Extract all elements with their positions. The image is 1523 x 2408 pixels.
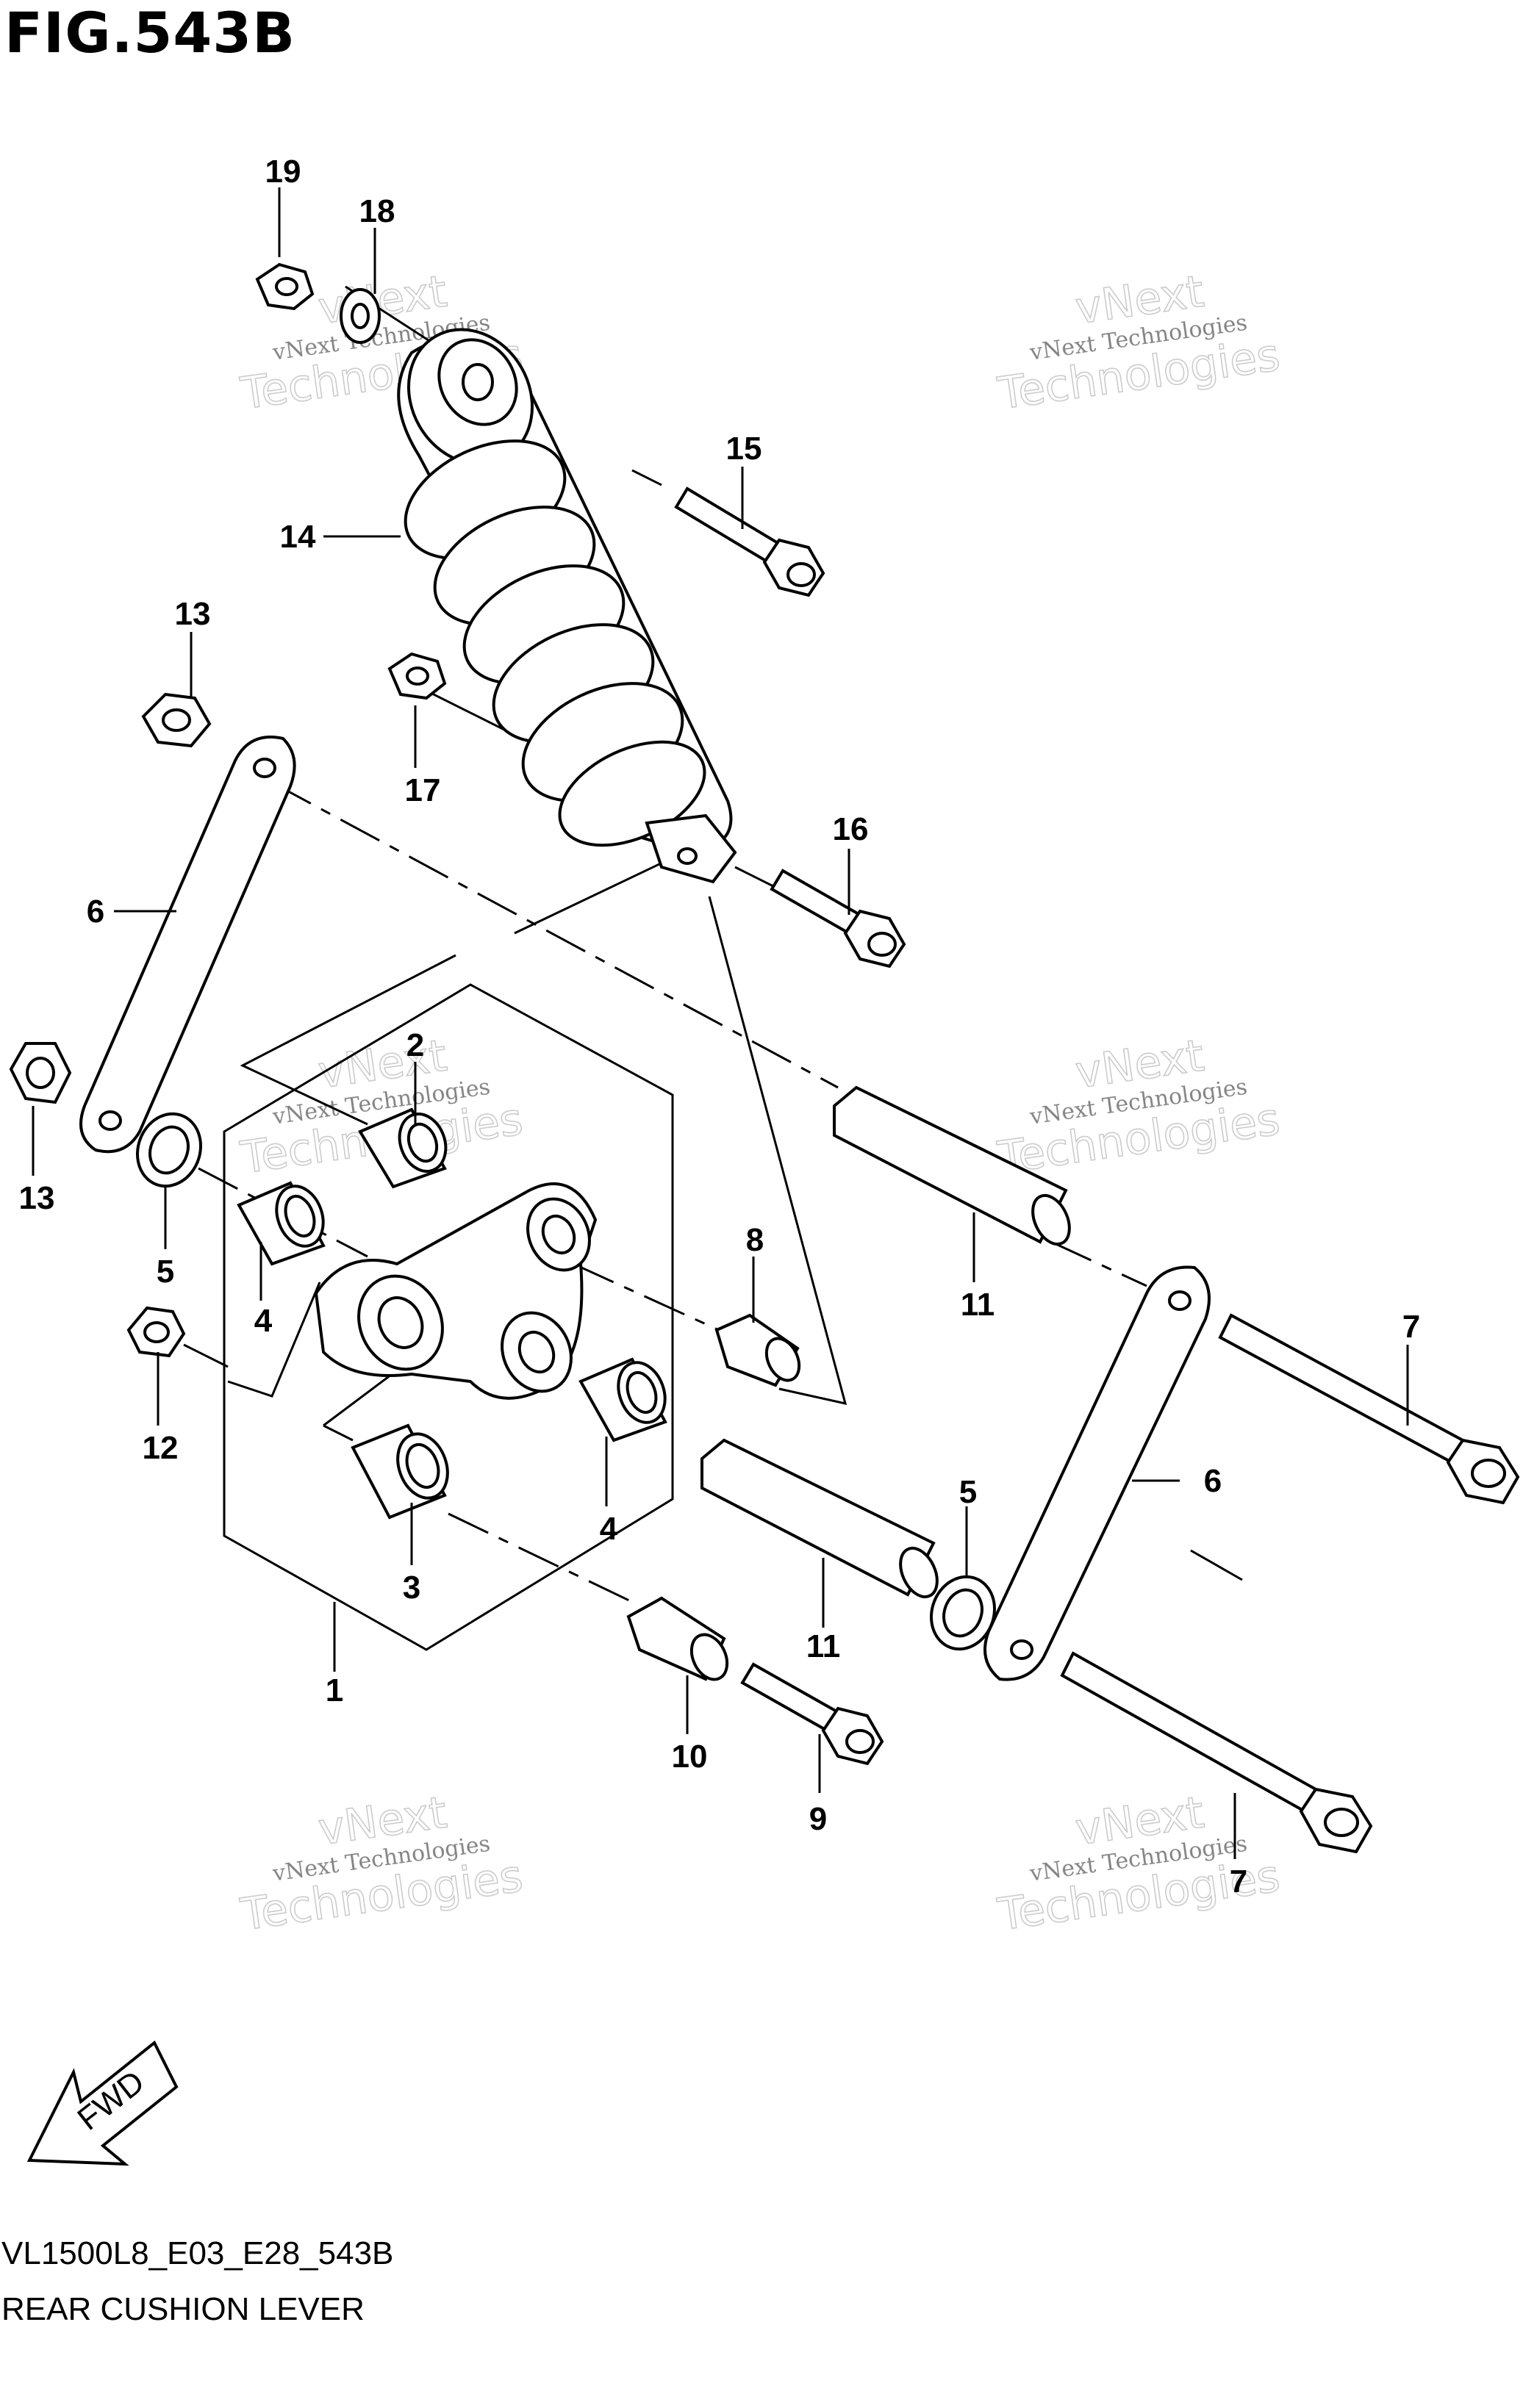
callout-17: 17: [405, 772, 441, 808]
callout-16: 15: [726, 431, 762, 467]
washer-5-left: [135, 1112, 203, 1188]
callout-13-top: 13: [175, 596, 211, 632]
callout-19: 19: [265, 154, 301, 190]
assembly-line: [573, 1262, 736, 1339]
tie-rod-6-left: [79, 736, 296, 1154]
lever-assembly-outline: [223, 983, 674, 1651]
bolt-7-bottom: [1060, 1651, 1373, 1854]
watermark: Technologies vNext vNext Technologies: [237, 1786, 526, 1941]
bolt-7-top: [1218, 1313, 1520, 1505]
figure-title: FIG.543B: [4, 0, 296, 65]
callout-5-left: 5: [157, 1254, 174, 1290]
callout-11-bottom: 11: [806, 1628, 841, 1664]
assembly-line: [1050, 1240, 1147, 1287]
nut-19: [255, 262, 315, 311]
nut-13-top: [141, 692, 212, 748]
nut-12: [126, 1306, 186, 1358]
bearing-3: [351, 1423, 449, 1520]
callout-3: 3: [403, 1570, 420, 1606]
callout-18: 18: [359, 193, 395, 229]
leader-lines: [32, 187, 1409, 1859]
washer-5-right: [929, 1575, 997, 1651]
watermark: Technologies vNext vNext Technologies: [994, 1786, 1283, 1941]
collar-8: [714, 1313, 801, 1387]
nut-17: [387, 652, 447, 700]
callout-11-top: 11: [961, 1287, 995, 1323]
assembly-line: [227, 1282, 321, 1398]
figure-subtitle: REAR CUSHION LEVER: [1, 2291, 365, 2327]
bearing-4-right: [578, 1357, 667, 1442]
cushion-lever-1: [314, 1182, 598, 1400]
callout-2: 2: [406, 1027, 424, 1063]
assembly-line: [1190, 1549, 1243, 1581]
figure-code: VL1500L8_E03_E28_543B: [1, 2235, 394, 2271]
assembly-line: [240, 954, 456, 1126]
assembly-line: [514, 855, 677, 935]
callout-4-right: 4: [600, 1511, 618, 1547]
callout-4-left: 4: [254, 1303, 273, 1339]
callout-6-left: 6: [87, 894, 104, 930]
callout-5-right: 5: [959, 1474, 977, 1510]
callout-14: 14: [280, 519, 316, 555]
assembly-line: [271, 781, 839, 1089]
tie-rod-6-right: [983, 1265, 1211, 1681]
assembly-line: [631, 469, 662, 486]
bolt-16: [674, 486, 825, 597]
watermark: Technologies vNext vNext Technologies: [994, 265, 1283, 420]
collar-11-bottom: [700, 1438, 939, 1599]
collar-11-top: [833, 1085, 1071, 1246]
nut-13-bottom: [9, 1042, 72, 1104]
assembly-line: [183, 1343, 229, 1368]
assembly-line: [448, 1512, 633, 1603]
callout-1: 1: [326, 1672, 343, 1708]
callout-15: 16: [833, 811, 869, 847]
washer-18: [340, 288, 381, 344]
bearing-2: [358, 1107, 448, 1189]
callout-7-bottom: 7: [1230, 1863, 1247, 1900]
callout-7-top: 7: [1402, 1309, 1420, 1345]
bolt-15: [770, 869, 906, 968]
callout-9: 9: [809, 1801, 827, 1837]
assembly-line: [708, 896, 847, 1406]
shock-absorber-14: [397, 328, 737, 884]
watermark: Technologies vNext vNext Technologies: [994, 1029, 1283, 1185]
callout-13-bottom: 13: [19, 1180, 55, 1216]
assembly-line: [734, 866, 780, 891]
bearing-4-left: [237, 1181, 326, 1266]
bolt-9: [740, 1662, 884, 1766]
callout-12: 12: [143, 1430, 179, 1466]
callout-6-right: 6: [1204, 1463, 1222, 1499]
callout-8: 8: [746, 1222, 764, 1258]
forward-arrow-icon: FWD: [26, 2040, 179, 2166]
callout-labels: 19 18 15 14 13 17 16 6 2 13 5 4 8 11 7 6…: [19, 154, 1421, 1900]
callout-10: 10: [672, 1739, 708, 1775]
collar-10: [626, 1596, 729, 1681]
